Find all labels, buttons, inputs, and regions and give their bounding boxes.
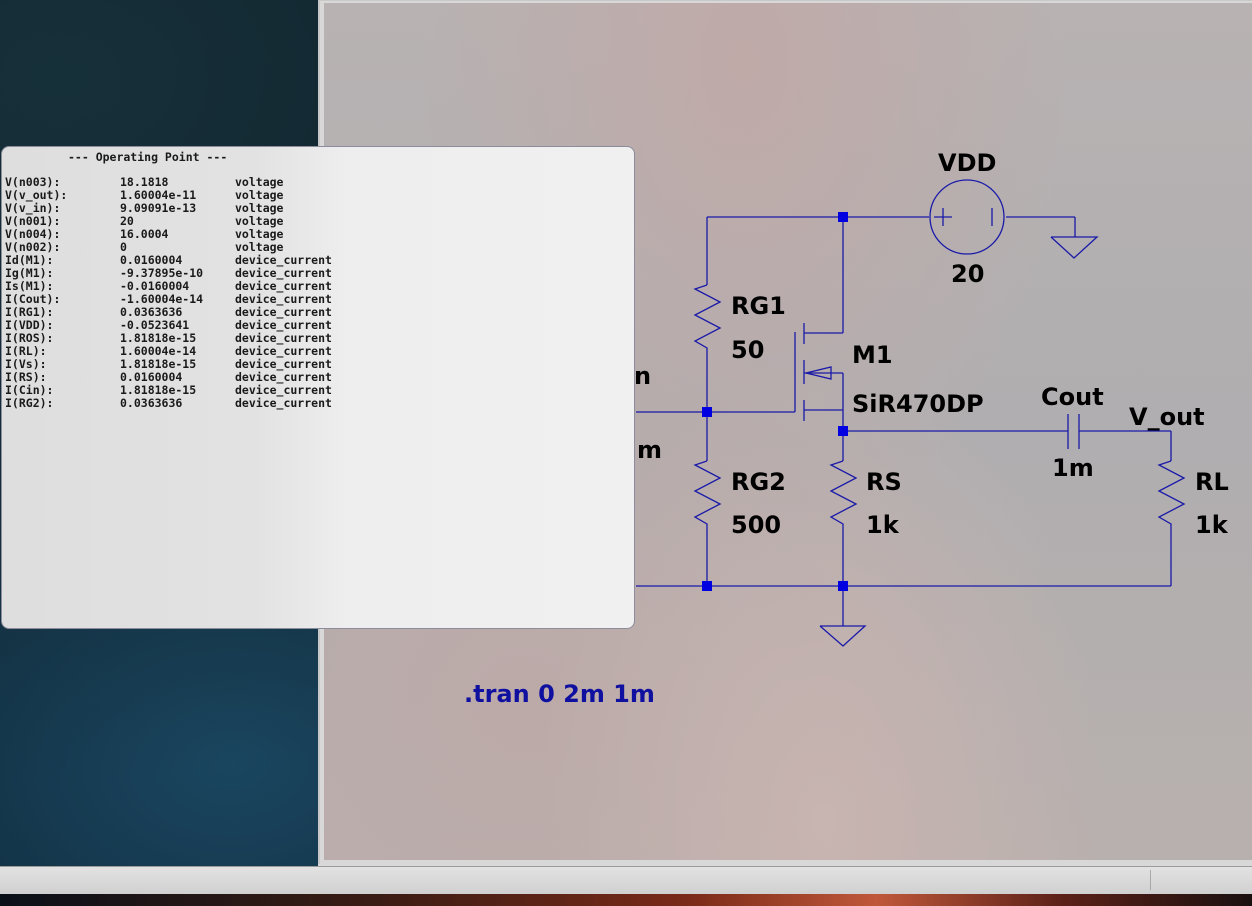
op-value: 1.81818e-15 [120,383,197,397]
op-unit: voltage [235,188,284,202]
op-unit: voltage [235,175,284,189]
op-name: I(RS): [5,370,47,384]
resistor-rg1[interactable] [693,284,722,360]
op-name: Is(M1): [5,279,54,293]
rl-name-label: RL [1195,468,1229,496]
op-value: 1.60004e-14 [120,344,197,358]
cout-value-label: 1m [1052,454,1094,482]
op-value: 0 [120,240,127,254]
op-unit: voltage [235,214,284,228]
op-value: 20 [120,214,134,228]
rg2-value-label: 500 [731,511,781,539]
operating-point-title: --- Operating Point --- [68,150,228,164]
op-unit: device_current [235,266,332,280]
junction-drain [838,212,848,222]
op-value: 1.81818e-15 [120,357,197,371]
op-unit: device_current [235,357,332,371]
op-unit: device_current [235,331,332,345]
op-name: I(RG2): [5,396,54,410]
status-bar-divider [1150,870,1151,890]
junction-bottom-left [702,581,712,591]
op-value: -0.0523641 [120,318,190,332]
partial-vin-label: n [634,362,651,390]
junction-bottom-mid [838,581,848,591]
rl-value-label: 1k [1195,511,1229,539]
op-name: I(Cin): [5,383,54,397]
vdd-name-label: VDD [938,149,996,177]
taskbar-strip [0,893,1252,906]
op-unit: device_current [235,370,332,384]
op-unit: device_current [235,318,332,332]
op-unit: voltage [235,240,284,254]
cout-name-label: Cout [1041,383,1104,411]
mosfet-arrow [805,366,832,380]
op-unit: device_current [235,344,332,358]
op-unit: device_current [235,305,332,319]
op-name: I(VDD): [5,318,54,332]
op-name: V(v_in): [5,201,61,215]
rg1-name-label: RG1 [731,292,786,320]
vdd-value-label: 20 [951,260,984,288]
op-name: V(n001): [5,214,61,228]
resistor-rg2[interactable] [693,460,722,537]
op-value: -1.60004e-14 [120,292,204,306]
op-value: 16.0004 [120,227,169,241]
status-bar [0,866,1252,894]
op-name: Id(M1): [5,253,54,267]
resistor-rs[interactable] [829,460,858,537]
vout-net-label: V_out [1129,403,1205,431]
op-name: V(n004): [5,227,61,241]
rs-name-label: RS [866,468,902,496]
vdd-source-symbol[interactable] [929,179,1005,255]
op-name: V(n002): [5,240,61,254]
op-name: I(Vs): [5,357,47,371]
ground-symbol-main [819,625,867,647]
op-value: -0.0160004 [120,279,190,293]
op-value: 0.0160004 [120,253,183,267]
op-value: 0.0363636 [120,396,183,410]
op-name: Ig(M1): [5,266,54,280]
op-name: I(RG1): [5,305,54,319]
op-name: V(n003): [5,175,61,189]
rg1-value-label: 50 [731,336,764,364]
op-unit: device_current [235,279,332,293]
m1-name-label: M1 [852,341,893,369]
op-unit: voltage [235,201,284,215]
op-value: 9.09091e-13 [120,201,197,215]
op-unit: device_current [235,396,332,410]
op-name: I(ROS): [5,331,54,345]
op-value: 18.1818 [120,175,169,189]
op-name: I(RL): [5,344,47,358]
op-name: V(v_out): [5,188,68,202]
op-unit: device_current [235,383,332,397]
junction-source [838,426,848,436]
m1-model-label: SiR470DP [852,390,984,418]
op-value: -9.37895e-10 [120,266,204,280]
ground-symbol-vdd [1050,236,1099,259]
op-value: 0.0363636 [120,305,183,319]
spice-directive[interactable]: .tran 0 2m 1m [464,680,655,708]
op-unit: voltage [235,227,284,241]
op-unit: device_current [235,292,332,306]
op-value: 1.81818e-15 [120,331,197,345]
partial-cin-value-label: m [637,436,662,464]
op-value: 1.60004e-11 [120,188,197,202]
rs-value-label: 1k [866,511,900,539]
resistor-rl[interactable] [1157,460,1186,537]
operating-point-window[interactable]: --- Operating Point --- V(n003): 18.1818 v… [1,146,635,629]
op-unit: device_current [235,253,332,267]
op-name: I(Cout): [5,292,61,306]
rg2-name-label: RG2 [731,468,786,496]
junction-gate [702,407,712,417]
op-value: 0.0160004 [120,370,183,384]
